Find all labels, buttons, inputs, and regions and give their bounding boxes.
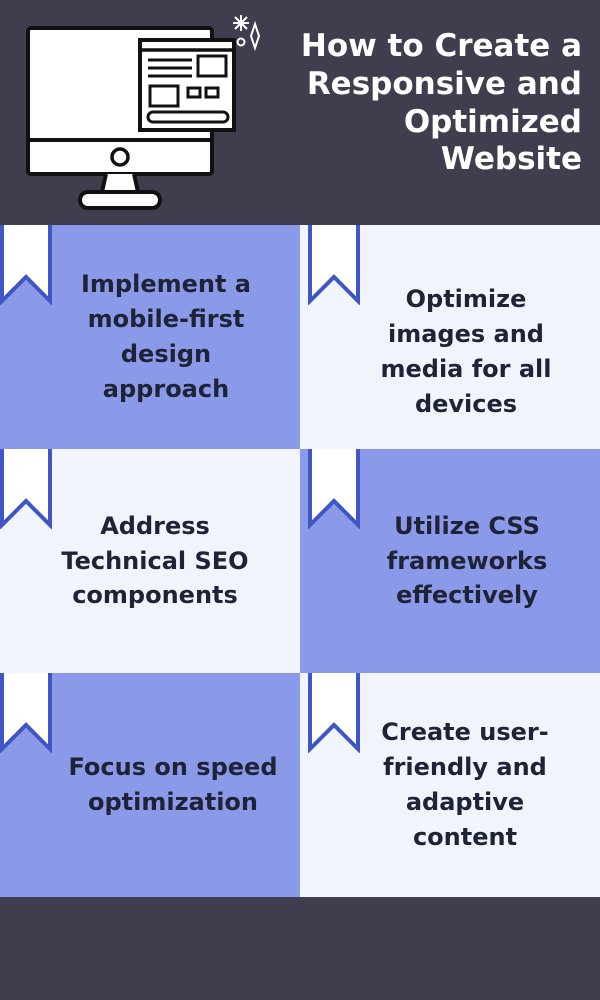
tip-text: Utilize CSS frameworks effectively: [386, 511, 548, 610]
bookmark-icon: [308, 673, 360, 753]
tip-card: Utilize CSS frameworks effectively: [300, 449, 600, 673]
tip-card: Optimize images and media for all device…: [300, 225, 600, 449]
tip-card: Address Technical SEO components: [0, 449, 300, 673]
bookmark-icon: [308, 225, 360, 305]
title-line: How to Create a: [300, 28, 582, 64]
tip-text: Optimize images and media for all device…: [380, 285, 552, 418]
tip-card: Focus on speed optimization: [0, 673, 300, 897]
tip-text: Focus on speed optimization: [68, 753, 278, 816]
tip-card: Create user-friendly and adaptive conten…: [300, 673, 600, 897]
bookmark-icon: [0, 673, 52, 753]
title-line: Optimized: [403, 103, 582, 140]
bookmark-icon: [0, 449, 52, 529]
bookmark-icon: [0, 225, 52, 305]
sparkle-icon: [233, 15, 261, 52]
header: How to Create a Responsive and Optimized…: [0, 0, 600, 225]
tip-text: Create user-friendly and adaptive conten…: [381, 718, 549, 851]
tip-text: Implement a mobile-first design approach: [80, 270, 251, 403]
page-title: How to Create a Responsive and Optimized…: [272, 28, 582, 179]
footer: [0, 897, 600, 1000]
title-line: Website: [440, 141, 582, 178]
monitor-icon: [26, 15, 261, 210]
tips-grid: Implement a mobile-first design approach…: [0, 225, 600, 897]
bookmark-icon: [308, 449, 360, 529]
title-line: Responsive and: [306, 65, 582, 102]
tip-card: Implement a mobile-first design approach: [0, 225, 300, 449]
tip-text: Address Technical SEO components: [61, 511, 249, 610]
